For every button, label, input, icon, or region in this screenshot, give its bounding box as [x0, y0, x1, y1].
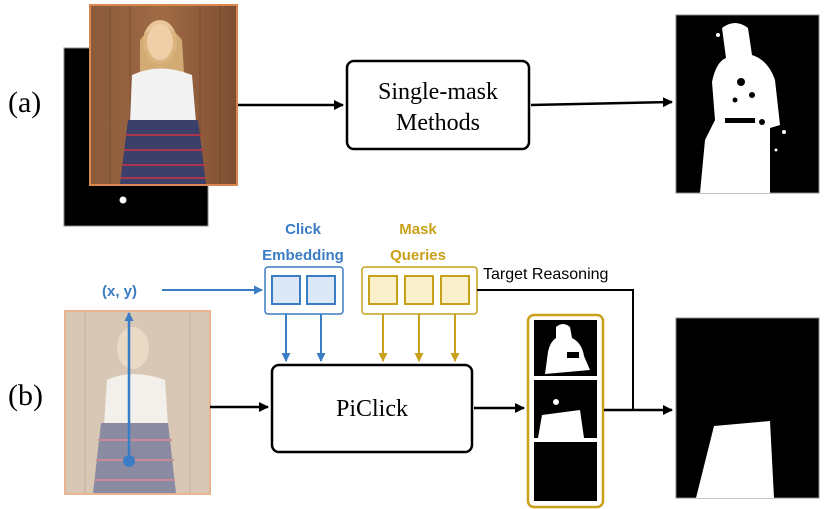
mask-queries-title-line2: Queries — [390, 247, 446, 264]
candidate-mask-3 — [534, 442, 597, 501]
piclick-box: PiClick — [270, 363, 474, 454]
input-photo-b — [64, 310, 211, 495]
target-reasoning-path — [477, 289, 634, 410]
mask-query-token-1 — [368, 275, 398, 305]
click-embedding-title-line1: Click — [285, 221, 322, 238]
piclick-label: PiClick — [336, 396, 408, 422]
arrow-method-to-output — [530, 97, 673, 108]
input-photo-a — [89, 4, 238, 186]
click-point-dot — [119, 196, 127, 204]
target-reasoning-label: Target Reasoning — [483, 266, 608, 283]
mask-query-token-3 — [440, 275, 470, 305]
row-a-label: (a) — [8, 86, 41, 119]
output-mask-a — [675, 14, 820, 194]
click-embedding-group — [264, 266, 344, 315]
method-label-line1: Single-mask — [378, 79, 498, 105]
method-label-line2: Methods — [396, 110, 480, 136]
output-mask-b — [675, 317, 820, 499]
candidate-mask-1 — [534, 320, 597, 376]
click-point-marker — [123, 455, 135, 467]
click-coordinate-label: (x, y) — [102, 283, 137, 300]
candidate-masks-group — [526, 313, 605, 509]
click-embedding-title-line2: Embedding — [262, 247, 344, 264]
mask-queries-title-line1: Mask — [399, 221, 437, 238]
click-embedding-token-1 — [271, 275, 301, 305]
row-b-label: (b) — [8, 379, 43, 412]
single-mask-methods-box: Single-mask Methods — [345, 59, 531, 151]
click-embedding-token-2 — [306, 275, 336, 305]
candidate-mask-2 — [534, 380, 597, 438]
mask-query-token-2 — [404, 275, 434, 305]
mask-queries-group — [361, 266, 478, 315]
